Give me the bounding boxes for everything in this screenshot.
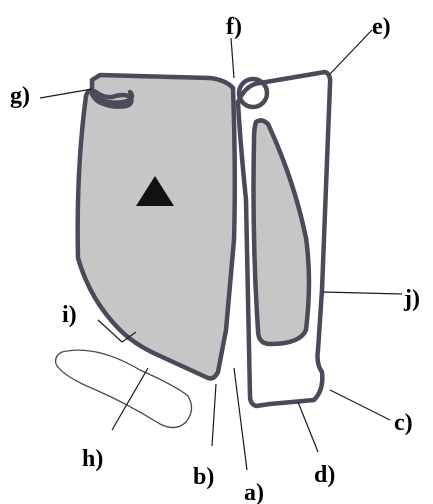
label-a: a)	[244, 480, 264, 504]
label-j: j)	[403, 286, 420, 312]
label-c: c)	[394, 410, 413, 436]
leader-line-d	[298, 402, 318, 452]
leader-line-f	[231, 38, 234, 78]
leader-line-e	[330, 30, 372, 74]
label-h: h)	[82, 446, 103, 472]
label-e: e)	[372, 14, 391, 40]
label-f: f)	[226, 14, 242, 40]
label-b: b)	[193, 464, 214, 490]
label-i: i)	[62, 302, 77, 328]
large-gray-shape	[78, 75, 235, 378]
leader-line-h	[112, 368, 148, 430]
inner-gray-shape	[254, 120, 310, 344]
leader-line-c	[330, 390, 390, 420]
leader-line-b	[212, 384, 216, 446]
leader-line-a	[234, 368, 247, 470]
leader-line-j	[323, 292, 402, 294]
label-g: g)	[10, 83, 30, 109]
label-d: d)	[314, 462, 335, 488]
